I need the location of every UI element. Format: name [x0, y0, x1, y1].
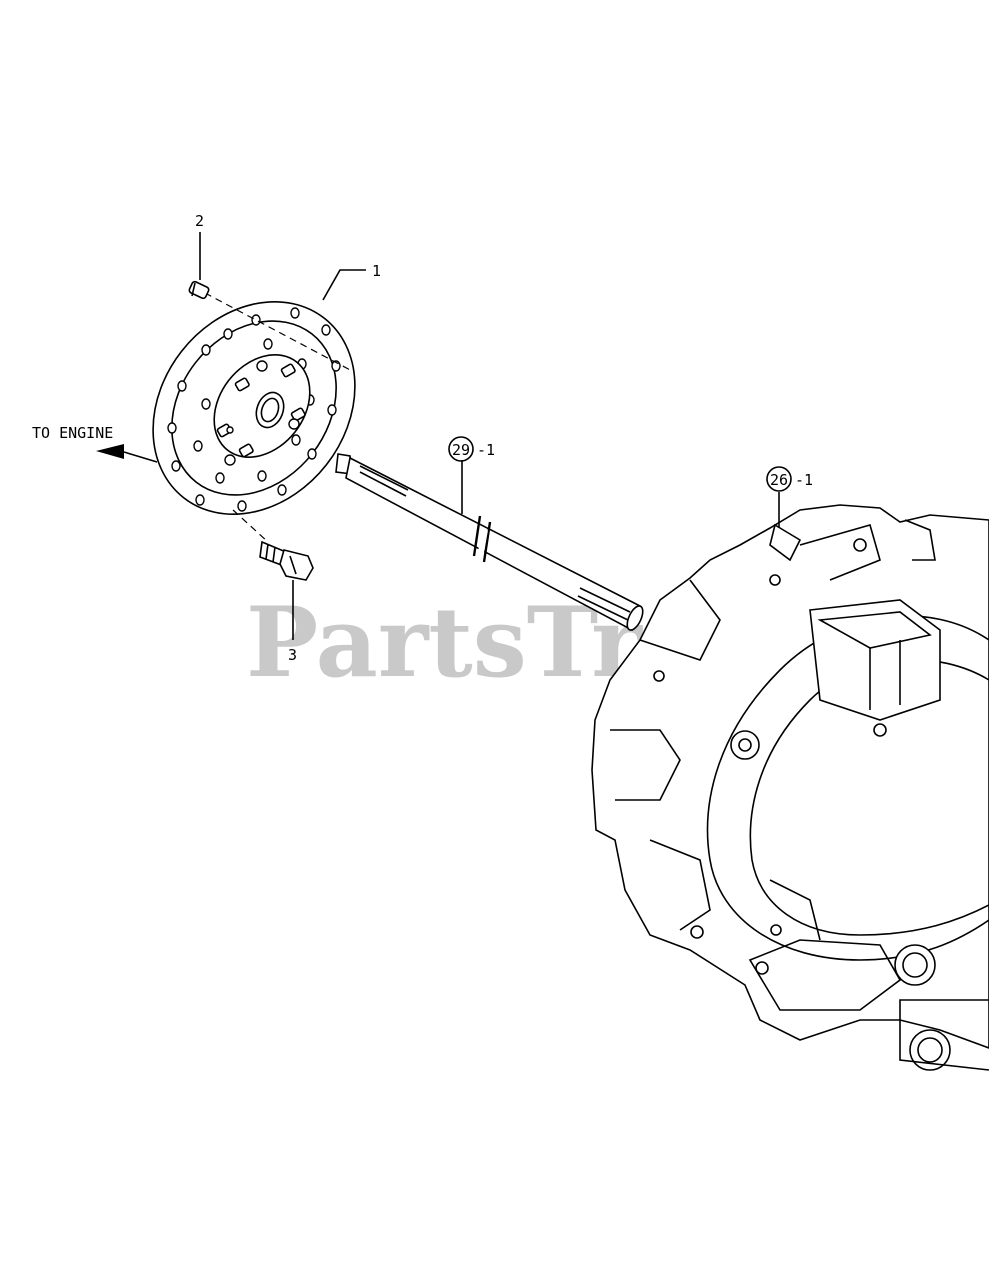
callout-2: 2	[195, 212, 204, 230]
svg-text:-1: -1	[477, 441, 495, 459]
transmission-housing[interactable]	[591, 504, 989, 1071]
svg-text:26: 26	[770, 471, 788, 489]
bolt[interactable]	[259, 540, 314, 581]
callout-26: 26 -1	[766, 466, 813, 492]
dowel-pin[interactable]	[188, 280, 210, 300]
leader-1	[322, 269, 366, 301]
arrow-left-icon	[96, 444, 158, 463]
input-shaft[interactable]	[335, 453, 646, 632]
svg-text:29: 29	[452, 441, 470, 459]
svg-text:-1: -1	[795, 471, 813, 489]
clutch-disc[interactable]	[111, 262, 396, 555]
to-engine-label: TO ENGINE	[32, 424, 113, 442]
callout-29: 29 -1	[448, 436, 495, 462]
callout-3: 3	[288, 646, 297, 664]
callout-1: 1	[372, 262, 381, 280]
